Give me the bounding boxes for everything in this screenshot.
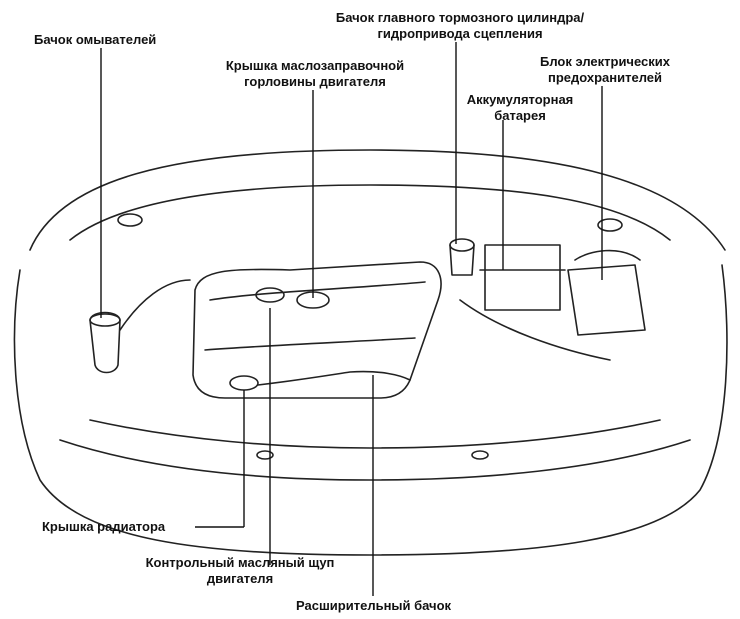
washer-reservoir-shape	[89, 311, 121, 374]
engine-cover	[192, 261, 442, 399]
brake-reservoir-shape	[449, 238, 475, 252]
body-outline	[13, 264, 728, 556]
hood-outline	[29, 149, 726, 251]
coolant-hose	[257, 370, 411, 386]
fuse-box-shape	[567, 264, 646, 336]
battery-shape	[484, 244, 561, 311]
label-expansion-tank: Расширительный бачок	[296, 598, 452, 613]
label-oil-filler-cap: Крышка маслозаправочной горловины двигат…	[225, 58, 405, 89]
radiator-cap-shape	[229, 375, 259, 391]
label-washer-reservoir: Бачок омывателей	[34, 32, 157, 47]
front-bumper-line	[59, 439, 691, 481]
label-fuse-box: Блок электрических предохранителей	[539, 54, 671, 85]
label-radiator-cap: Крышка радиатора	[42, 519, 166, 534]
hood-inner-line	[69, 184, 671, 241]
label-dipstick: Контрольный масляный щуп двигателя	[145, 555, 335, 586]
label-battery: Аккумуляторная батарея	[466, 92, 574, 123]
label-brake-reservoir: Бачок главного тормозного цилиндра/ гидр…	[335, 10, 585, 41]
